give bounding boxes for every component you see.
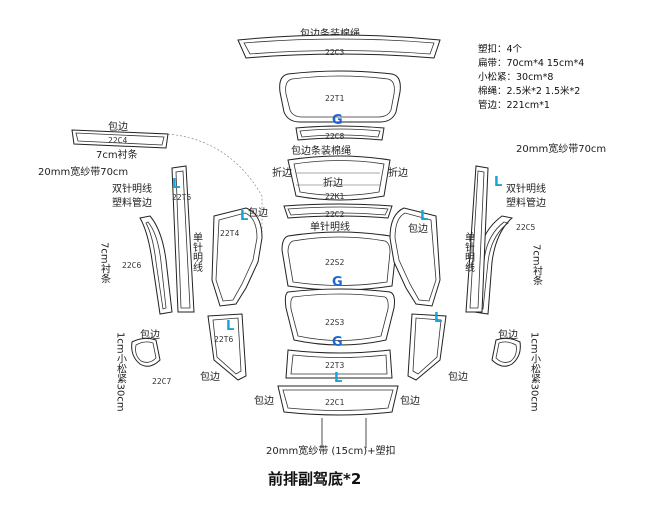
wrap-label-right-t4: 包边: [408, 222, 428, 235]
legend-line-2: 扁带：70cm*4 15cm*4: [478, 57, 584, 69]
part-code-22s2: 22S2: [325, 258, 344, 267]
legend-line-4: 棉绳：2.5米*2 1.5米*2: [478, 85, 580, 97]
part-code-22c5: 22C5: [516, 223, 535, 232]
lining-vertical-left: 7cm衬条: [99, 242, 111, 284]
part-code-22t1: 22T1: [325, 94, 344, 103]
wrap-label-t4: 包边: [248, 206, 268, 219]
left-strap-label: 20mm宽纱带70cm: [38, 165, 128, 178]
part-code-22t5: 22T5: [172, 193, 191, 202]
part-code-22t6: 22T6: [214, 335, 233, 344]
fold-center-label: 折边: [323, 176, 343, 189]
part-code-22c1: 22C1: [325, 398, 344, 407]
part-code-22t4: 22T4: [220, 229, 239, 238]
part-code-22c2: 22C2: [325, 210, 344, 219]
svg-text:7cm衬条: 7cm衬条: [99, 242, 111, 284]
bottom-strap-label: 20mm宽纱带 (15cm)+塑扣: [266, 444, 396, 457]
part-22t3: 22T3 L: [285, 349, 393, 386]
part-right-c7-mirror: [491, 337, 521, 367]
diagram-title: 前排副驾底*2: [268, 470, 361, 488]
svg-text:1cm小松紧30cm: 1cm小松紧30cm: [529, 332, 541, 412]
wrap-label-c1-left: 包边: [254, 394, 274, 407]
part-code-22c8: 22C8: [325, 132, 344, 141]
mid-cord-label: 包边条装棉绳: [291, 144, 351, 157]
svg-text:1cm小松紧30cm: 1cm小松紧30cm: [115, 332, 127, 412]
part-code-22k1: 22K1: [325, 192, 344, 201]
part-22s3: 22S3 G: [284, 288, 395, 350]
part-code-22s3: 22S3: [325, 318, 344, 327]
wrap-label-right-t6: 包边: [448, 370, 468, 383]
part-22t4: 22T4 L: [211, 207, 263, 307]
part-22k1: 折边 22K1: [287, 155, 391, 201]
mark-g-s2: G: [332, 275, 343, 290]
legend: 塑扣：4个 扁带：70cm*4 15cm*4 小松紧：30cm*8 棉绳：2.5…: [478, 43, 584, 111]
mark-l-t3: L: [334, 371, 342, 386]
part-22t6: 22T6 L: [207, 313, 247, 381]
mark-l-t6: L: [226, 319, 234, 334]
part-code-22t3: 22T3: [325, 361, 344, 370]
elastic-vertical-right: 1cm小松紧30cm: [529, 332, 541, 412]
part-right-strip: L: [465, 165, 502, 313]
part-22c6: 22C6: [122, 215, 173, 315]
single-stitch-vertical-right: 单针明线: [463, 232, 475, 272]
part-22c2: 22C2: [283, 203, 393, 219]
single-stitch-label: 单针明线: [310, 220, 350, 233]
plastic-pipe-right: 塑料管边: [506, 196, 546, 209]
wrap-label-t6: 包边: [200, 370, 220, 383]
part-code-22c4: 22C4: [108, 136, 127, 145]
svg-text:单针明线: 单针明线: [463, 232, 475, 272]
mark-l-t5: L: [172, 177, 180, 192]
plastic-pipe-left: 塑料管边: [112, 196, 152, 209]
mark-g-t1: G: [332, 113, 343, 128]
mark-l-right-strip: L: [494, 175, 502, 190]
part-right-t6-mirror: L: [407, 311, 447, 381]
double-stitch-right: 双针明线: [506, 182, 546, 195]
wrap-label-c1-right: 包边: [400, 394, 420, 407]
fold-right-label: 折边: [388, 166, 408, 179]
lining-7cm-label: 7cm衬条: [96, 148, 138, 161]
mark-l-right-t4: L: [420, 209, 428, 224]
part-right-t4-mirror: L: [389, 207, 441, 307]
svg-text:单针明线: 单针明线: [191, 232, 203, 272]
elastic-vertical-left: 1cm小松紧30cm: [115, 332, 127, 412]
legend-line-5: 管边：221cm*1: [478, 99, 550, 111]
single-stitch-vertical-left: 单针明线: [191, 232, 203, 272]
part-22t5: 22T5 L: [171, 165, 195, 313]
part-22c4: 22C4: [71, 129, 169, 149]
part-22c3: 22C3: [237, 34, 441, 59]
wrap-label-c7: 包边: [140, 328, 160, 341]
mark-l-right-t6: L: [434, 311, 442, 326]
mark-l-t4: L: [240, 209, 248, 224]
part-code-22c6: 22C6: [122, 261, 141, 270]
part-code-22c3: 22C3: [325, 48, 344, 57]
part-22c7: 22C7: [131, 337, 171, 386]
lining-vertical-right: 7cm衬条: [531, 244, 543, 286]
part-22t1: 22T1 G: [279, 70, 401, 128]
part-22c8: 22C8: [295, 125, 385, 141]
right-strap-label: 20mm宽纱带70cm: [516, 142, 606, 155]
wrap-label-right-c7: 包边: [498, 328, 518, 341]
mark-g-s3: G: [332, 335, 343, 350]
part-22c1: 22C1: [277, 385, 399, 416]
part-22s2: 22S2 G: [281, 231, 397, 291]
svg-text:7cm衬条: 7cm衬条: [531, 244, 543, 286]
fold-left-label: 折边: [272, 166, 292, 179]
legend-line-1: 塑扣：4个: [478, 43, 523, 55]
wrap-label-c4: 包边: [108, 120, 128, 133]
part-code-22c7: 22C7: [152, 377, 171, 386]
double-stitch-left: 双针明线: [112, 182, 152, 195]
legend-line-3: 小松紧：30cm*8: [478, 71, 553, 83]
